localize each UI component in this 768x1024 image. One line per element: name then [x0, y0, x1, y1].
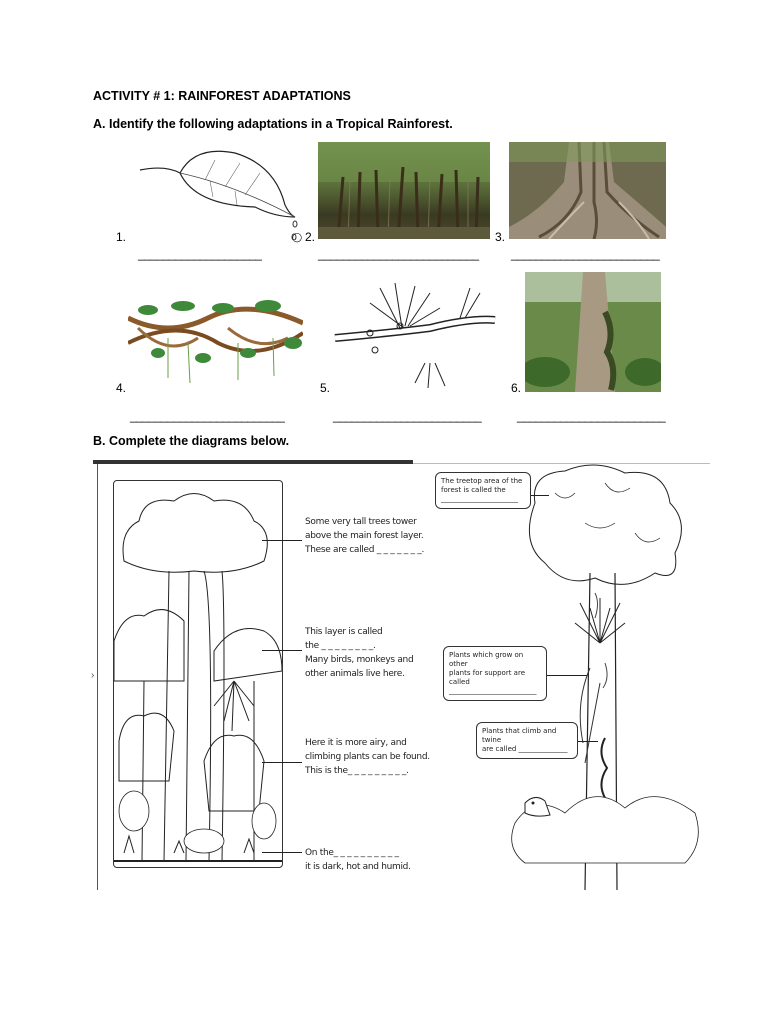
- caption-line: This layer is called: [305, 627, 383, 637]
- chevron-right-icon: ›: [91, 670, 95, 681]
- epiphyte-bubble: Plants which grow on other plants for su…: [443, 646, 547, 701]
- epiphyte-branch-image: [330, 278, 498, 390]
- bubble-line: The treetop area of the: [441, 477, 523, 485]
- answer-blank-1: ____________________: [138, 247, 262, 261]
- canopy-layer-caption: This layer is called the _ _ _ _ _ _ _ _…: [305, 625, 414, 681]
- caption-line: These are called _ _ _ _ _ _ _.: [305, 545, 425, 555]
- answer-blank-5: ________________________: [333, 409, 482, 423]
- diagram-left-rule: [97, 464, 98, 890]
- liana-bubble: Plants that climb and twine are called _…: [476, 722, 578, 759]
- item-number-1: 1.: [116, 230, 127, 244]
- caption-line: Many birds, monkeys and: [305, 655, 414, 665]
- answer-blank-3: ________________________: [511, 247, 660, 261]
- item-number-4: 4.: [116, 381, 127, 395]
- item-number-2: 2.: [305, 230, 316, 244]
- bubble-line: are called ______________: [482, 745, 568, 753]
- forest-layers-diagram: [113, 480, 283, 868]
- caption-line: climbing plants can be found.: [305, 752, 430, 762]
- emergent-layer-caption: Some very tall trees tower above the mai…: [305, 515, 424, 557]
- activity-title: ACTIVITY # 1: RAINFOREST ADAPTATIONS: [93, 89, 351, 103]
- tree-epiphyte-diagram: [505, 463, 710, 891]
- caption-line: other animals live here.: [305, 669, 405, 679]
- caption-line: This is the_ _ _ _ _ _ _ _ _.: [305, 766, 409, 776]
- section-a-heading: A. Identify the following adaptations in…: [93, 117, 453, 131]
- climbing-vine-tree-image: [525, 272, 661, 392]
- bubble-line: plants for support are called: [449, 669, 526, 686]
- answer-blank-2: __________________________: [318, 247, 479, 261]
- item-number-3: 3.: [495, 230, 506, 244]
- forest-floor-leader-line: [262, 852, 302, 853]
- liana-bubble-leader: [568, 741, 598, 742]
- caption-line: it is dark, hot and humid.: [305, 862, 411, 872]
- understory-layer-caption: Here it is more airy, and climbing plant…: [305, 736, 430, 778]
- canopy-leader-line: [262, 650, 302, 651]
- bubble-line: ______________________: [441, 495, 518, 503]
- prop-roots-banyan-image: [318, 142, 490, 239]
- buttress-roots-image: [509, 142, 666, 239]
- section-b-heading: B. Complete the diagrams below.: [93, 434, 290, 448]
- bubble-line: forest is called the: [441, 486, 506, 494]
- emergent-leader-line: [262, 540, 302, 541]
- caption-line: above the main forest layer.: [305, 531, 424, 541]
- caption-line: On the_ _ _ _ _ _ _ _ _ _: [305, 848, 399, 858]
- canopy-bubble: The treetop area of the forest is called…: [435, 472, 531, 509]
- answer-blank-6: ________________________: [517, 409, 666, 423]
- understory-leader-line: [262, 762, 302, 763]
- item-number-6: 6.: [511, 381, 522, 395]
- caption-line: the _ _ _ _ _ _ _ _.: [305, 641, 376, 651]
- diagram-top-rule: [93, 460, 413, 464]
- bubble-line: _________________________: [449, 687, 537, 695]
- canopy-bubble-leader: [519, 495, 549, 496]
- bubble-line: Plants that climb and twine: [482, 727, 557, 744]
- drip-tip-leaf-image: [135, 145, 300, 240]
- forest-floor-caption: On the_ _ _ _ _ _ _ _ _ _ it is dark, ho…: [305, 846, 411, 874]
- drip-drop-icon: ◯: [292, 232, 303, 242]
- epiphyte-bubble-leader: [537, 675, 587, 676]
- answer-blank-4: _________________________: [130, 409, 285, 423]
- caption-line: Here it is more airy, and: [305, 738, 407, 748]
- lianas-vines-image: [128, 298, 303, 388]
- diagram-top-rule-right: [413, 463, 710, 464]
- item-number-5: 5.: [320, 381, 331, 395]
- caption-line: Some very tall trees tower: [305, 517, 417, 527]
- bubble-line: Plants which grow on other: [449, 651, 524, 668]
